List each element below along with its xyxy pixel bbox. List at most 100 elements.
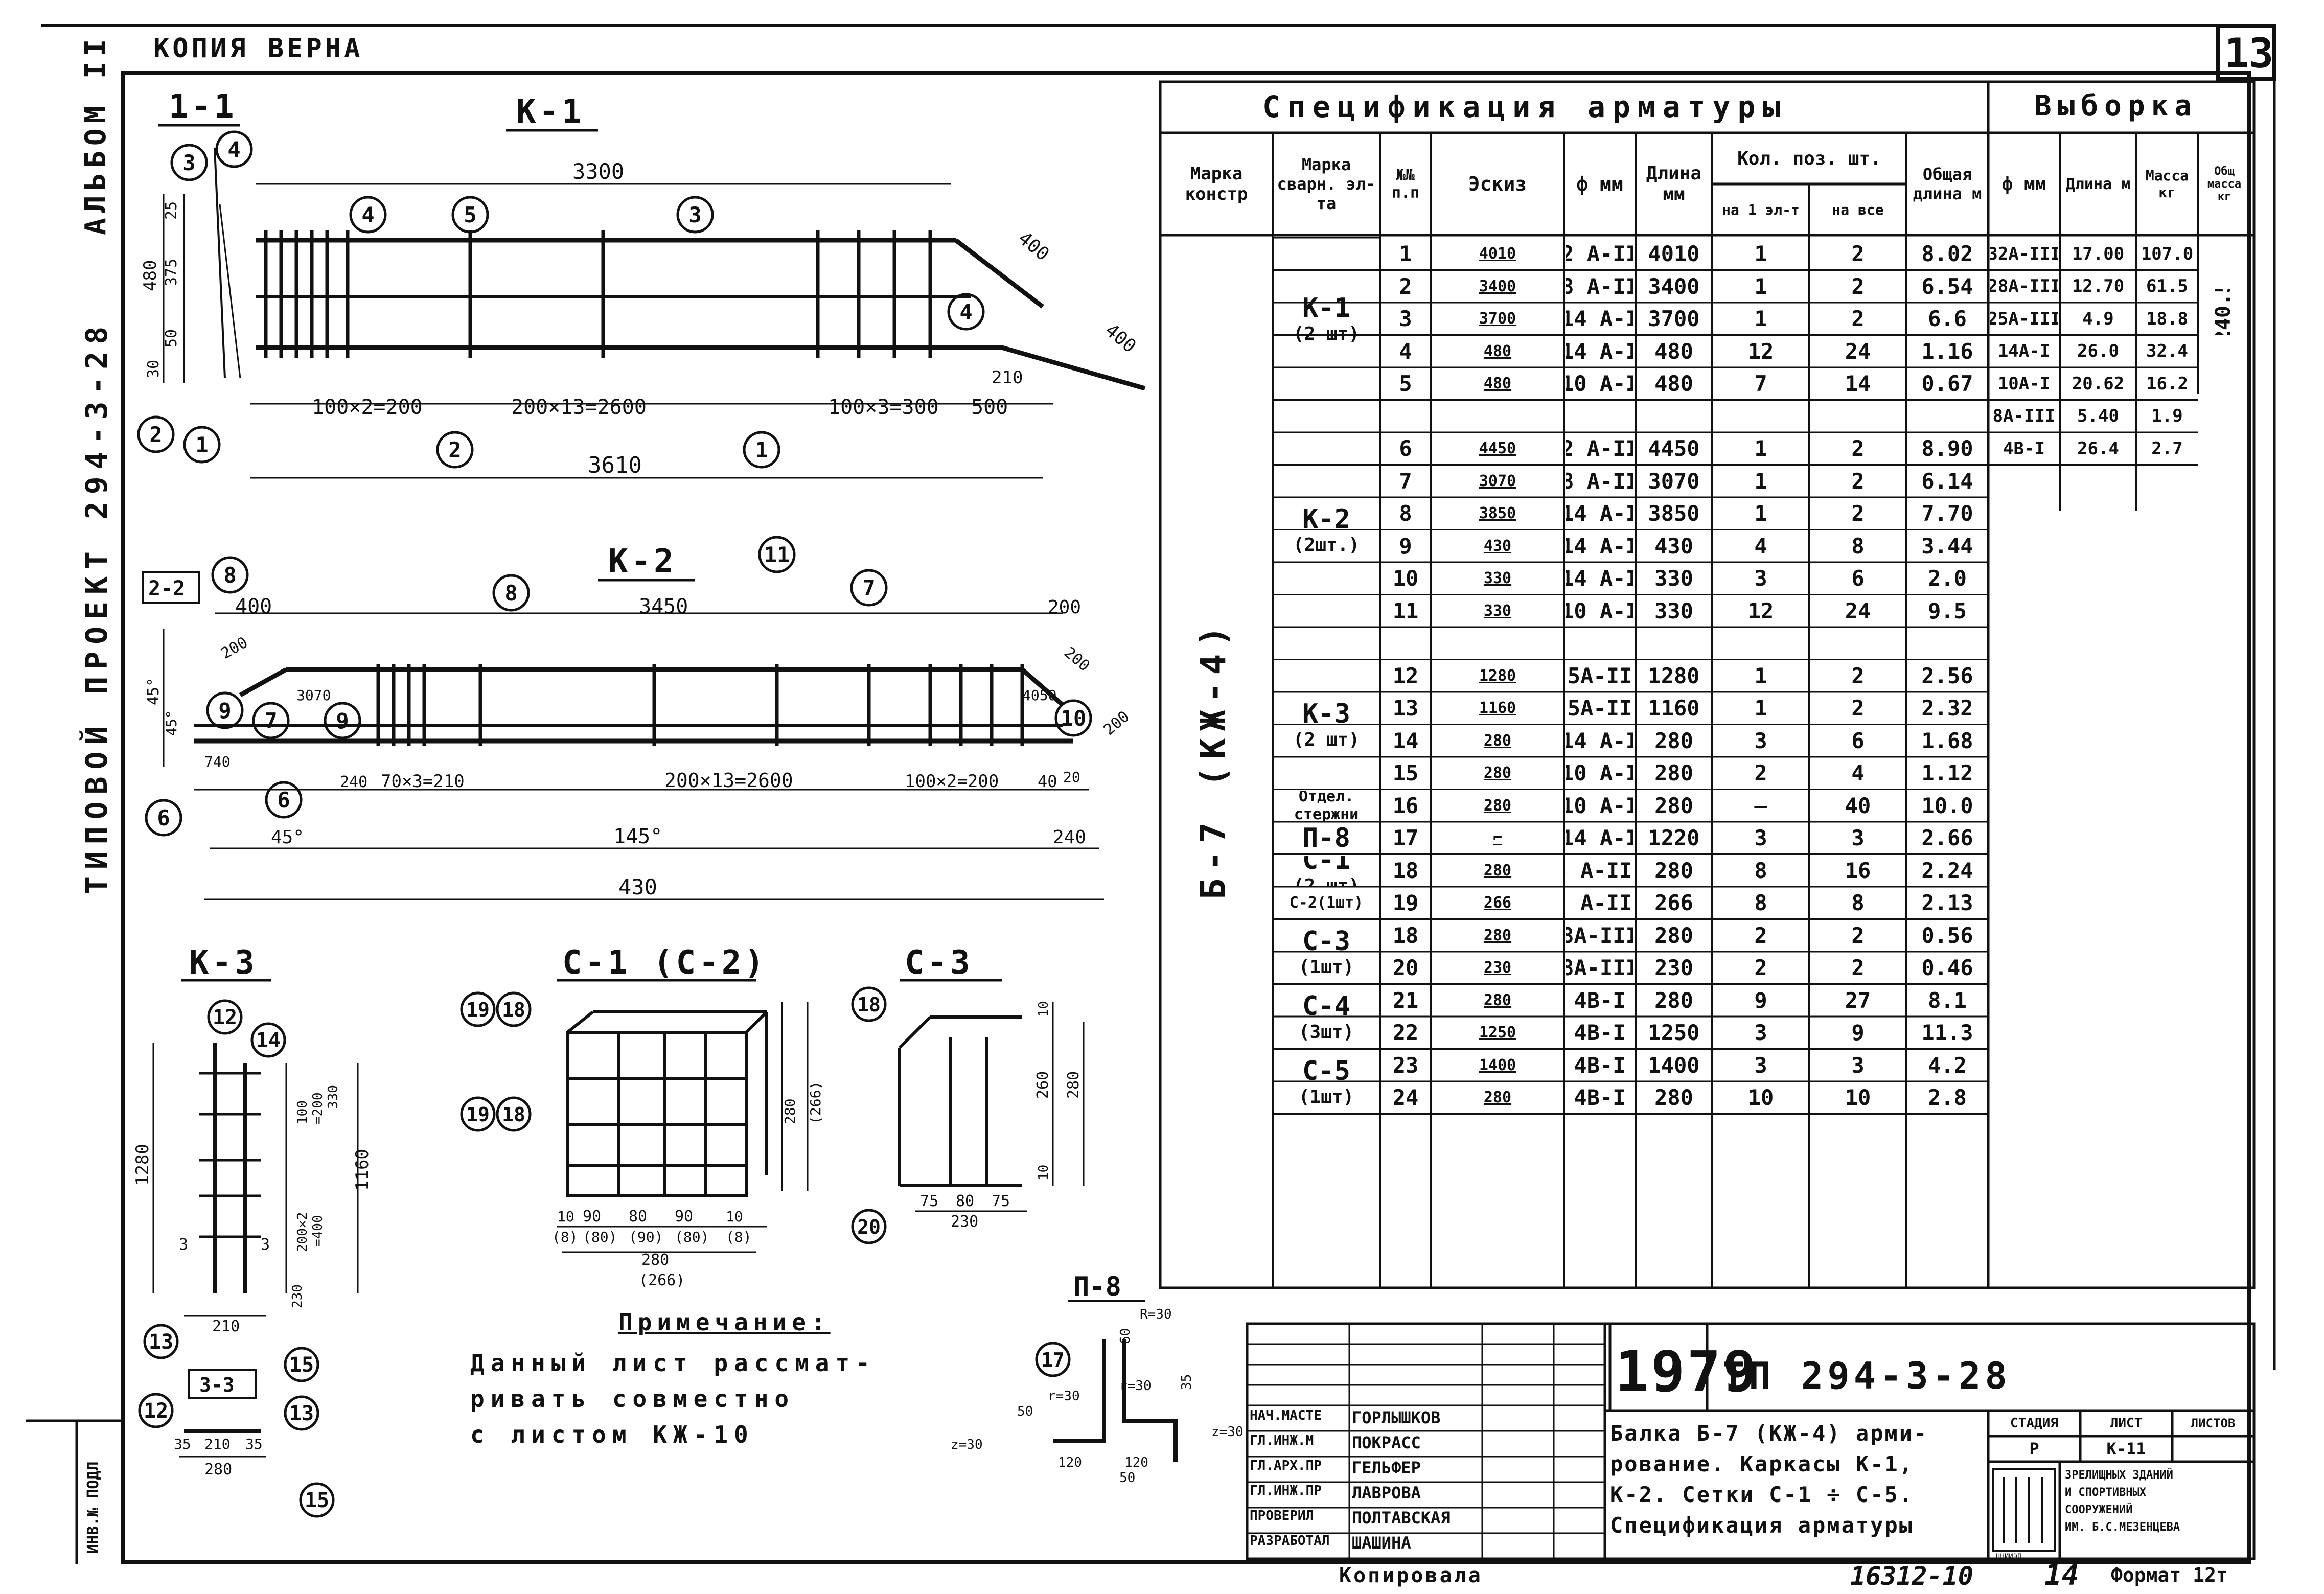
- svg-text:375: 375: [163, 259, 180, 286]
- spec-cell-len: 330: [1654, 598, 1693, 623]
- org-logo-label: ЦНИИЭП: [1996, 1553, 2022, 1561]
- spec-cell-all: 2: [1851, 241, 1865, 267]
- spec-cell-one: 1: [1754, 306, 1767, 332]
- spec-cell-sketch: 1250: [1479, 1024, 1516, 1042]
- spec-cell-tot: 2.24: [1921, 858, 1973, 883]
- c3-dim-260: 260: [1034, 1071, 1052, 1099]
- spec-cell-sketch: ⌐: [1492, 829, 1503, 847]
- k2-dim-4050: 430: [618, 874, 657, 899]
- spec-cell-all: 2: [1851, 663, 1865, 688]
- p8-position-marks: 17: [1035, 1342, 1071, 1377]
- spec-cell-all: 9: [1851, 1020, 1865, 1046]
- spec-cell-d: 14 А-I: [1566, 501, 1633, 526]
- svg-text:3: 3: [688, 202, 701, 227]
- spec-cell-sketch: 3070: [1479, 472, 1516, 490]
- signer-role: ГЛ.ИНЖ.ПР: [1250, 1483, 1322, 1498]
- c1-dim-280: 280: [641, 1251, 669, 1269]
- svg-text:1: 1: [755, 437, 768, 463]
- c1-dim-90a: 90: [583, 1208, 601, 1226]
- sel-cell-d: 10А-I: [1997, 373, 2051, 394]
- sel-cell-l: 5.40: [2077, 406, 2119, 427]
- spec-cell-d: 14 А-I: [1566, 728, 1633, 753]
- k2-title: К-2: [608, 543, 677, 581]
- spec-cell-one: 4: [1754, 533, 1767, 559]
- spec-group-name: Отдел. стержни: [1294, 790, 1359, 821]
- spec-cell-n: 23: [1392, 1052, 1419, 1078]
- spec-cell-sketch: 330: [1483, 569, 1512, 588]
- spec-cell-all: 2: [1851, 955, 1865, 981]
- spec-cell-tot: 2.56: [1921, 663, 1973, 688]
- spec-cell-n: 2: [1399, 273, 1412, 299]
- k1-dim-3300: 3300: [572, 159, 624, 184]
- spec-cell-sketch: 280: [1483, 1089, 1512, 1107]
- k2-dim-20: 240: [340, 773, 367, 791]
- p8-dim-60: 60: [1118, 1328, 1133, 1344]
- spec-cell-sketch: 280: [1483, 991, 1512, 1009]
- spec-cell-sketch: 3850: [1479, 504, 1516, 523]
- k2-angle-c: 20: [1063, 769, 1080, 786]
- sel-cell-d: 28А-III: [1990, 276, 2058, 297]
- signer-name: ЛАВРОВА: [1352, 1483, 1421, 1503]
- spec-cell-sketch: 330: [1483, 602, 1512, 620]
- spec-cell-tot: 10.0: [1921, 793, 1973, 818]
- spec-cell-one: 8: [1754, 858, 1767, 883]
- spec-cell-len: 280: [1654, 987, 1693, 1013]
- spec-cell-d: 8А-III: [1566, 922, 1633, 948]
- spec-cell-tot: 4.2: [1928, 1052, 1967, 1078]
- spec-header-weld: Марка сварн. эл-та: [1277, 155, 1376, 213]
- spec-cell-n: 11: [1392, 598, 1419, 623]
- sel-cell-m: 2.7: [2151, 438, 2183, 459]
- spec-cell-sketch: 4450: [1479, 440, 1516, 458]
- k1-section-title: 1-1: [169, 88, 237, 126]
- spec-cell-d: 10 А-I: [1566, 598, 1633, 623]
- stamp-org: ЗРЕЛИЩНЫХ ЗДАНИЙ И СПОРТИВНЫХ СООРУЖЕНИЙ…: [2065, 1467, 2180, 1536]
- svg-text:7: 7: [264, 708, 277, 733]
- k3-dim-210b: 210: [204, 1436, 231, 1452]
- spec-cell-sketch: 480: [1483, 342, 1512, 360]
- spec-group-sub: (3шт): [1298, 1021, 1354, 1043]
- svg-text:6: 6: [277, 788, 290, 813]
- k3-dim-200b: =200: [310, 1092, 326, 1124]
- spec-group-label: С-4(3шт): [1275, 985, 1377, 1048]
- c3-dim-75b: 75: [992, 1192, 1010, 1210]
- c1-dim-10a: 10: [557, 1208, 574, 1225]
- spec-cell-len: 480: [1654, 338, 1693, 364]
- k2-dim-240: 240: [1053, 827, 1086, 848]
- spec-group-label: С-5(1шт): [1275, 1050, 1377, 1113]
- spec-cell-one: 9: [1754, 987, 1767, 1013]
- spec-cell-sketch: 430: [1483, 537, 1512, 555]
- spec-cell-all: 6: [1851, 728, 1865, 753]
- spec-cell-d: 32 А-III: [1566, 241, 1633, 267]
- org-line-4: ИМ. Б.С.МЕЗЕНЦЕВА: [2065, 1521, 2180, 1534]
- svg-text:7: 7: [862, 575, 875, 600]
- sel-cell-l: 26.0: [2077, 341, 2119, 362]
- spec-cell-len: 280: [1654, 922, 1693, 948]
- spec-cell-d: 10 А-I: [1566, 793, 1633, 818]
- spec-group-name: К-3: [1302, 699, 1350, 729]
- k3-dim-100: 100: [295, 1100, 310, 1124]
- k3-dim-330: 330: [326, 1085, 341, 1109]
- spec-cell-tot: 6.6: [1928, 306, 1967, 332]
- p8-dim-r30: R=30: [1140, 1307, 1172, 1322]
- k3-dim-35a: 35: [174, 1436, 191, 1452]
- spec-cell-all: 8: [1851, 533, 1865, 559]
- signer-role: РАЗРАБОТАЛ: [1250, 1533, 1330, 1549]
- k2-angle-a: 3070: [296, 687, 331, 704]
- sel-header-len: Длина м: [2065, 175, 2131, 193]
- svg-text:480: 480: [140, 260, 160, 291]
- spec-cell-tot: 2.0: [1928, 566, 1967, 591]
- spec-cell-d: 14 А-I: [1566, 533, 1633, 559]
- spec-cell-tot: 2.13: [1921, 890, 1973, 916]
- c1-title: С-1 (С-2): [562, 944, 767, 982]
- spec-cell-tot: 0.56: [1921, 922, 1973, 948]
- spec-cell-tot: 2.8: [1928, 1085, 1967, 1111]
- sel-cell-l: 26.4: [2077, 438, 2119, 459]
- svg-text:18: 18: [857, 994, 881, 1016]
- spec-group-label: К-1(2 шт): [1275, 239, 1377, 399]
- signer-role: ГЛ.ИНЖ.М: [1250, 1433, 1314, 1448]
- p8-dim-120a: 120: [1058, 1455, 1082, 1470]
- spec-cell-all: 2: [1851, 696, 1865, 721]
- sel-cell-l: 4.9: [2082, 308, 2114, 329]
